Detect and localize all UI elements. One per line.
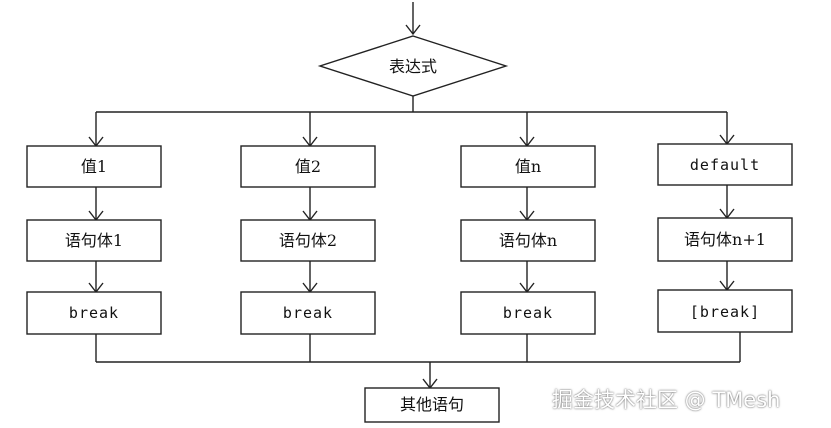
case-box-1 (26, 145, 162, 188)
decision-label: 表达式 (389, 57, 437, 76)
body-label-2: 语句体2 (279, 231, 337, 250)
case-label-3: 值n (515, 157, 541, 176)
branch-1: 值1 语句体1 break (26, 112, 162, 362)
body-box-4 (657, 217, 793, 262)
break-box-2 (240, 291, 376, 335)
break-label-2: break (283, 304, 333, 322)
body-box-1 (26, 219, 162, 262)
case-label-1: 值1 (81, 157, 107, 176)
body-label-3: 语句体n (499, 231, 557, 250)
branch-4: default 语句体n+1 [break] (657, 112, 793, 362)
case-box-4 (657, 143, 793, 186)
end-node: 其他语句 (364, 387, 500, 423)
branch-3: 值n 语句体n break (460, 112, 596, 362)
case-label-4: default (690, 156, 760, 174)
body-label-4: 语句体n+1 (684, 230, 766, 249)
break-label-1: break (69, 304, 119, 322)
case-label-2: 值2 (295, 157, 321, 176)
entry-arrow (405, 2, 421, 36)
body-box-2 (240, 219, 376, 262)
break-label-4: [break] (690, 303, 760, 321)
break-box-4 (657, 289, 793, 333)
body-box-3 (460, 219, 596, 262)
break-label-3: break (503, 304, 553, 322)
branch-2: 值2 语句体2 break (240, 112, 376, 362)
decision-connector (96, 96, 727, 113)
break-box-1 (26, 291, 162, 335)
watermark-text: 掘金技术社区 @ TMesh (552, 388, 781, 412)
case-box-2 (240, 145, 376, 188)
break-box-3 (460, 291, 596, 335)
body-label-1: 语句体1 (65, 231, 123, 250)
decision-node: 表达式 (317, 35, 509, 97)
case-box-3 (460, 145, 596, 188)
end-label: 其他语句 (400, 395, 464, 414)
